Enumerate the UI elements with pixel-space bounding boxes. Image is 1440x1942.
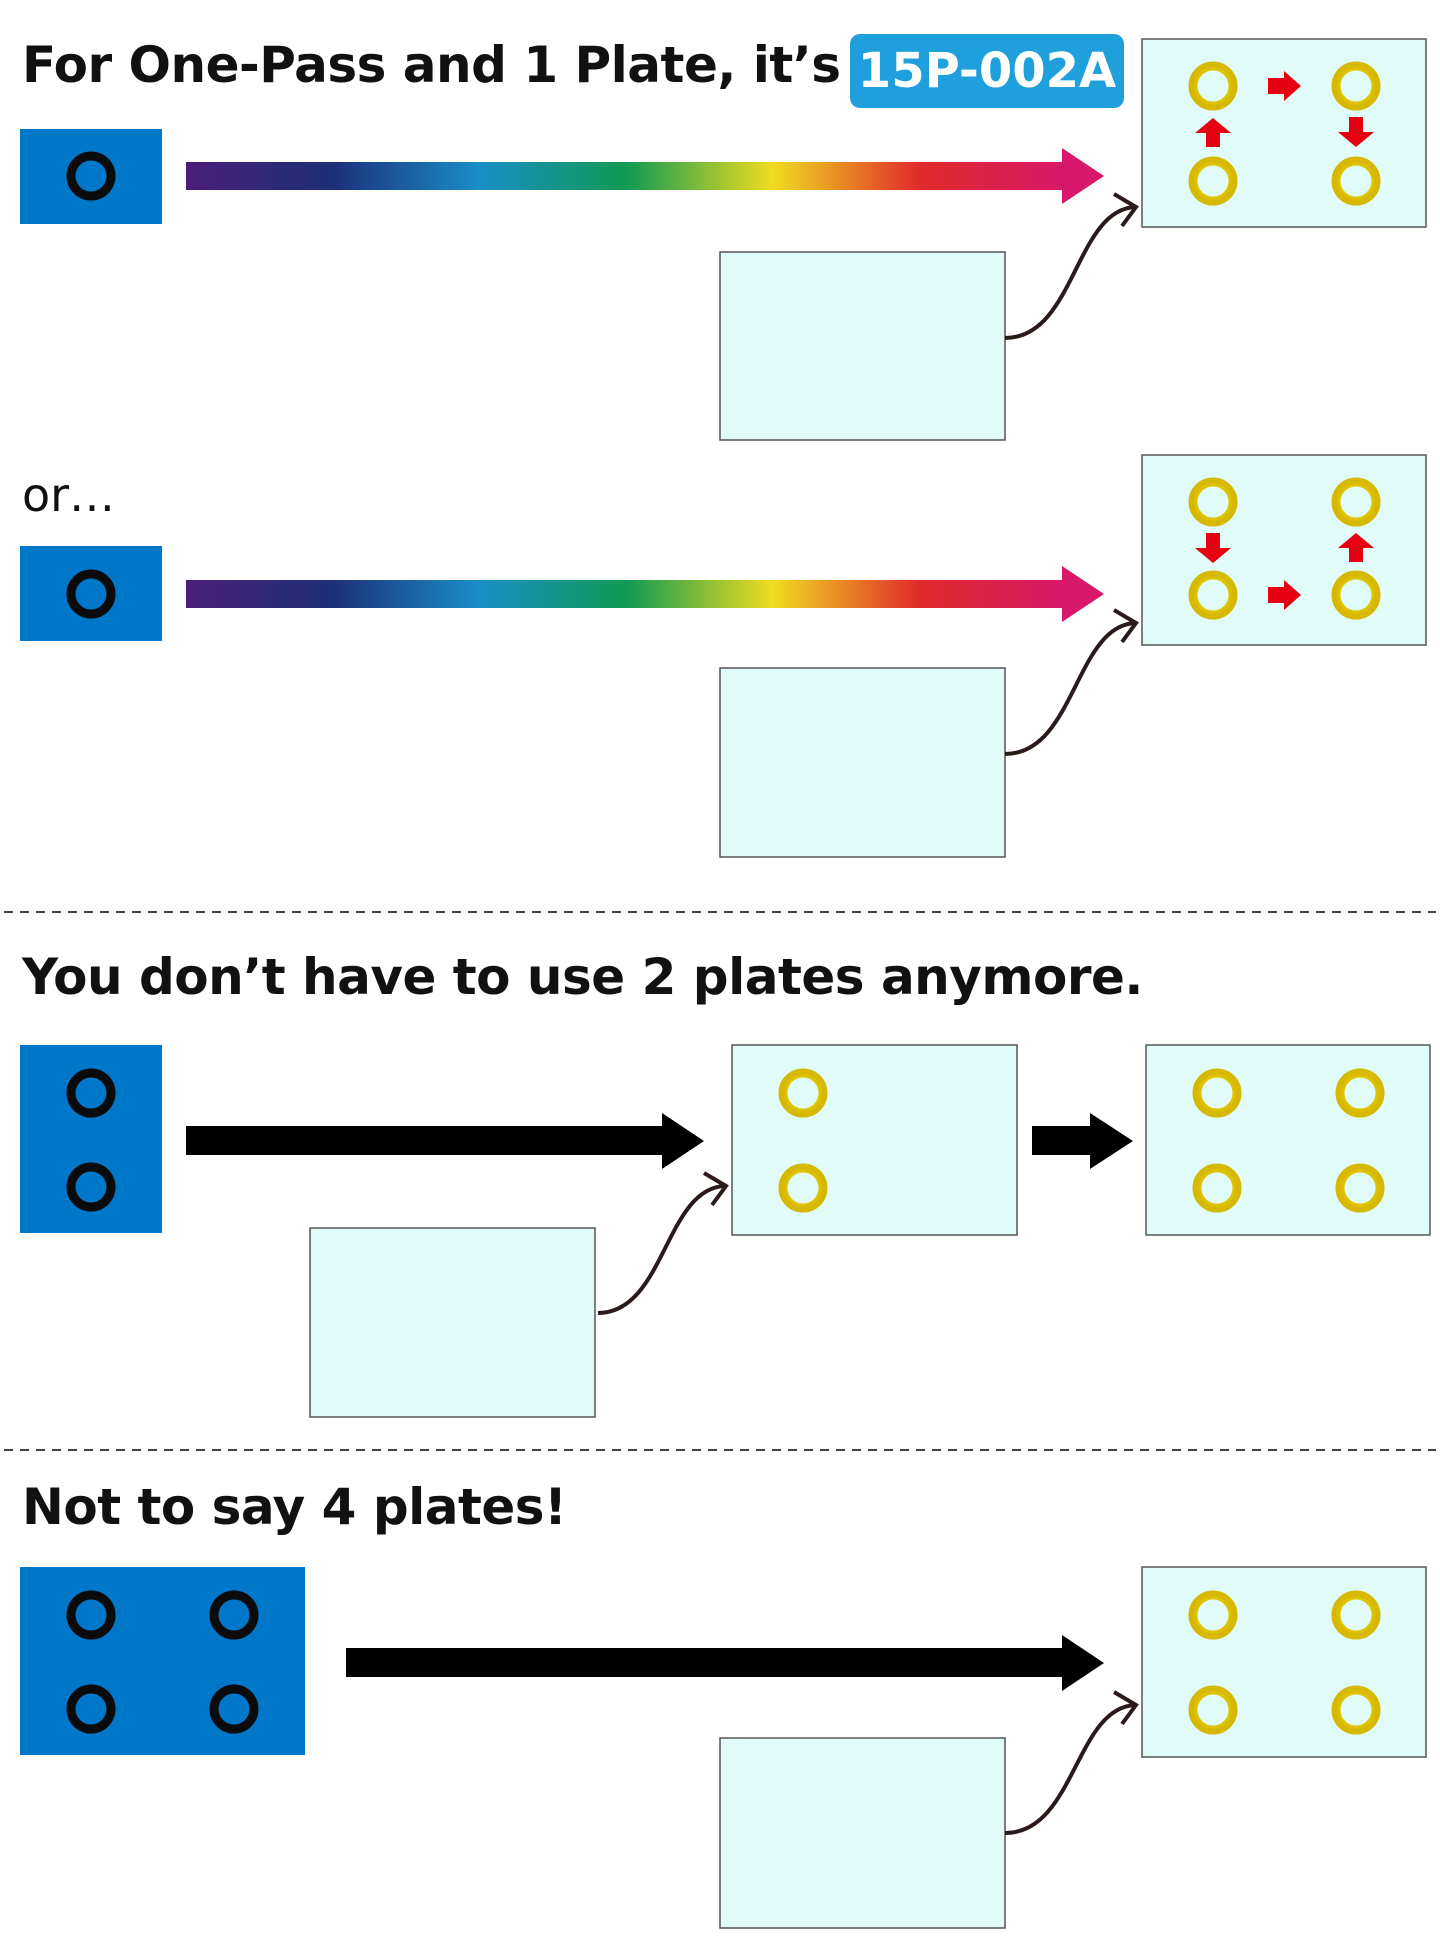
product-badge: 15P-002A xyxy=(850,34,1124,108)
rainbow-arrow-shaft-1 xyxy=(186,162,1066,190)
hole-icon xyxy=(66,1684,116,1734)
connector-arrowhead-4 xyxy=(1112,1690,1139,1726)
arrow-right-icon xyxy=(1268,580,1301,610)
source-plate-2 xyxy=(20,546,162,641)
rainbow-arrow-head-1 xyxy=(1062,148,1104,204)
heading-or: or… xyxy=(22,468,116,522)
ring-icon xyxy=(1188,61,1238,111)
source-plate-4 xyxy=(20,1567,305,1755)
hole-icon xyxy=(66,1590,116,1640)
target-plate-2 xyxy=(1141,454,1427,646)
ring-icon xyxy=(1188,1590,1238,1640)
black-arrow-head-3 xyxy=(1062,1635,1104,1691)
hole-icon xyxy=(66,1068,116,1118)
connector-arrowhead-1 xyxy=(1112,192,1139,228)
black-arrow-shaft-2 xyxy=(1032,1126,1092,1155)
intermediate-plate xyxy=(731,1044,1018,1236)
ring-icon xyxy=(1331,477,1381,527)
arrow-up-icon xyxy=(1195,118,1231,147)
connector-curve-3 xyxy=(597,1184,726,1315)
hole-icon xyxy=(66,1162,116,1212)
ring-icon xyxy=(1335,1068,1385,1118)
heading-two-plates: You don’t have to use 2 plates anymore. xyxy=(22,948,1143,1006)
target-plate-4 xyxy=(1141,1566,1427,1758)
black-arrow-head-1 xyxy=(662,1113,704,1169)
ring-icon xyxy=(1192,1163,1242,1213)
medium-box-2 xyxy=(719,667,1006,858)
ring-icon xyxy=(1192,1068,1242,1118)
heading-four-plates: Not to say 4 plates! xyxy=(22,1478,567,1536)
heading-one-pass: For One-Pass and 1 Plate, it’s xyxy=(22,36,841,94)
medium-box-1 xyxy=(719,251,1006,441)
rainbow-arrow-shaft-2 xyxy=(186,580,1066,608)
ring-icon xyxy=(1331,570,1381,620)
hole-icon xyxy=(209,1684,259,1734)
ring-icon xyxy=(1188,477,1238,527)
medium-box-4 xyxy=(719,1737,1006,1929)
arrow-down-icon xyxy=(1338,117,1374,147)
rainbow-arrow-head-2 xyxy=(1062,566,1104,622)
target-plate-3 xyxy=(1145,1044,1431,1236)
medium-box-3 xyxy=(309,1227,596,1418)
ring-icon xyxy=(1331,61,1381,111)
connector-curve-2 xyxy=(1004,621,1136,756)
source-plate-1 xyxy=(20,129,162,224)
black-arrow-head-2 xyxy=(1090,1113,1133,1169)
arrow-up-icon xyxy=(1338,533,1374,562)
ring-icon xyxy=(1335,1163,1385,1213)
black-arrow-shaft-3 xyxy=(346,1648,1066,1677)
connector-curve-1 xyxy=(1004,205,1136,340)
ring-icon xyxy=(1188,570,1238,620)
hole-icon xyxy=(66,151,116,201)
arrow-down-icon xyxy=(1195,533,1231,563)
ring-icon xyxy=(1188,1685,1238,1735)
arrow-right-icon xyxy=(1268,71,1301,101)
ring-icon xyxy=(778,1068,828,1118)
ring-icon xyxy=(1331,1590,1381,1640)
ring-icon xyxy=(1331,1685,1381,1735)
black-arrow-shaft-1 xyxy=(186,1126,666,1155)
connector-arrowhead-2 xyxy=(1112,608,1139,644)
connector-arrowhead-3 xyxy=(702,1171,729,1207)
ring-icon xyxy=(1188,156,1238,206)
ring-icon xyxy=(778,1163,828,1213)
connector-curve-4 xyxy=(1004,1703,1136,1835)
hole-icon xyxy=(66,569,116,619)
hole-icon xyxy=(209,1590,259,1640)
ring-icon xyxy=(1331,156,1381,206)
target-plate-1 xyxy=(1141,38,1427,228)
